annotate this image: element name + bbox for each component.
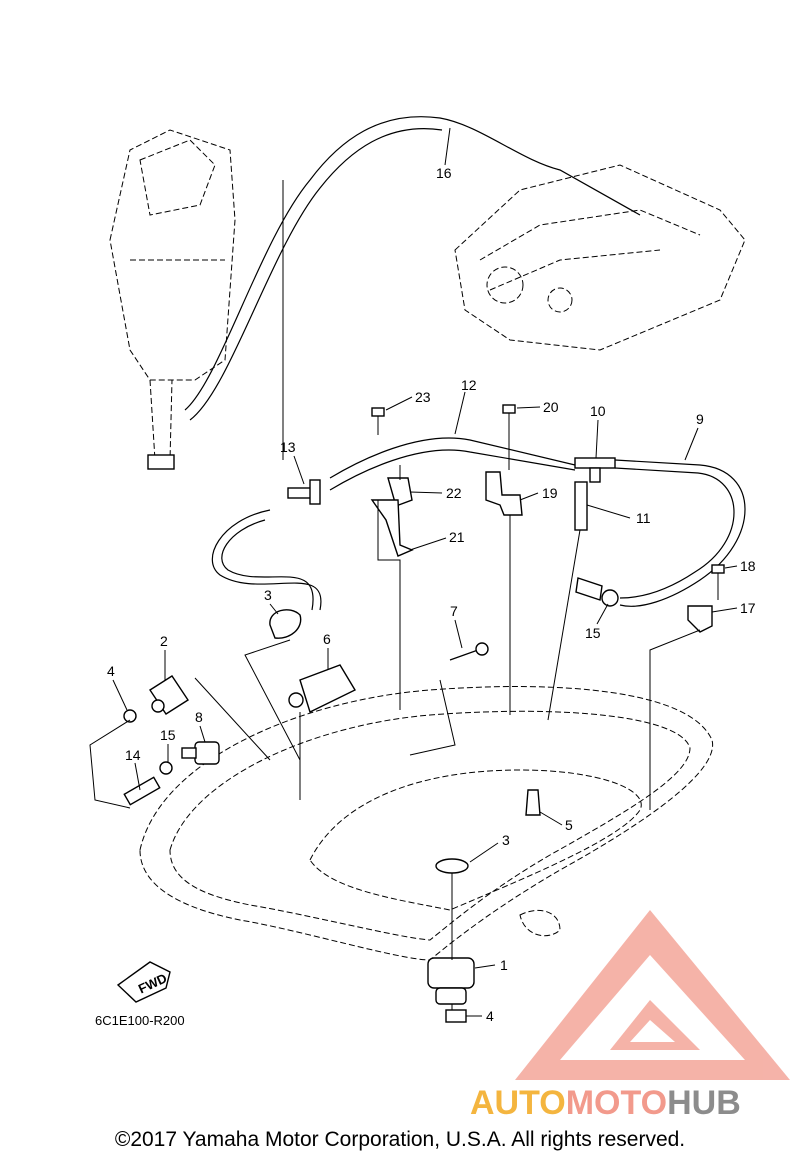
callout-18: 18 [740, 558, 756, 574]
callout-3: 3 [264, 587, 272, 603]
part-10-joint [574, 457, 616, 483]
part-11-hose [574, 481, 588, 531]
engine-assembly [109, 129, 236, 470]
reference-code: 6C1E100-R200 [95, 1013, 185, 1028]
part-4-clip [123, 709, 137, 723]
part-23-bolt [371, 407, 385, 435]
callout-14: 14 [125, 747, 141, 763]
callout-4: 4 [107, 663, 115, 679]
callout-11: 11 [636, 510, 651, 526]
callout-21: 21 [449, 529, 465, 545]
callout-13: 13 [280, 439, 296, 455]
callout-15: 15 [585, 625, 601, 641]
part-19-clip [485, 471, 523, 516]
hose-16 [184, 116, 641, 421]
part-5-plug [525, 789, 541, 816]
callout-16: 16 [436, 165, 452, 181]
part-2-connector [149, 675, 189, 715]
part-13-joint [287, 479, 321, 505]
part-3-grommet [269, 609, 302, 639]
callout-7: 7 [450, 603, 458, 619]
callout-12: 12 [461, 377, 477, 393]
callout-3b: 3 [502, 832, 510, 848]
engine-block [454, 164, 746, 351]
callout-6: 6 [323, 631, 331, 647]
callout-9: 9 [696, 411, 704, 427]
part-7-screw [449, 642, 489, 661]
hose-9 [614, 459, 746, 607]
callout-19: 19 [542, 485, 558, 501]
watermark-hub: HUB [667, 1084, 741, 1122]
part-14-hose [123, 776, 161, 806]
callout-labels: 16 23 12 20 10 9 13 22 19 11 21 18 17 15… [107, 165, 756, 1024]
part-1-grommet [427, 957, 475, 1005]
part-8-fitting [181, 741, 220, 765]
part-15-clamp [575, 577, 619, 607]
copyright-notice: ©2017 Yamaha Motor Corporation, U.S.A. A… [114, 1128, 686, 1151]
part-21-bracket [370, 499, 414, 557]
part-18-bolt [711, 564, 725, 600]
callout-20: 20 [543, 399, 559, 415]
callout-2: 2 [160, 633, 168, 649]
part-6-nozzle [288, 664, 356, 713]
callout-4b: 4 [486, 1008, 494, 1024]
part-3b-grommet [435, 858, 469, 874]
assembly-lines [89, 180, 701, 1010]
watermark-logo [515, 910, 790, 1080]
watermark-text: AUTOMOTOHUB [470, 1084, 741, 1122]
part-15b-clamp [159, 761, 173, 775]
watermark-auto: AUTO [470, 1084, 566, 1122]
bottom-cowling [139, 686, 714, 961]
callout-23: 23 [415, 389, 431, 405]
hose-3-loop [211, 509, 322, 611]
fwd-arrow-icon: FWD [116, 961, 171, 1003]
callout-22: 22 [446, 485, 462, 501]
callout-17: 17 [740, 600, 756, 616]
part-22-clamp [387, 477, 413, 507]
callout-8: 8 [195, 709, 203, 725]
hose-12 [329, 437, 576, 491]
callout-15b: 15 [160, 727, 176, 743]
callout-leaders [112, 127, 738, 1017]
part-17-clip [687, 605, 713, 633]
part-4b-clip [445, 1009, 467, 1023]
callout-10: 10 [590, 403, 606, 419]
watermark-moto: MOTO [566, 1084, 667, 1122]
callout-1: 1 [500, 957, 508, 973]
part-20-bolt [502, 404, 516, 430]
callout-5: 5 [565, 817, 573, 833]
